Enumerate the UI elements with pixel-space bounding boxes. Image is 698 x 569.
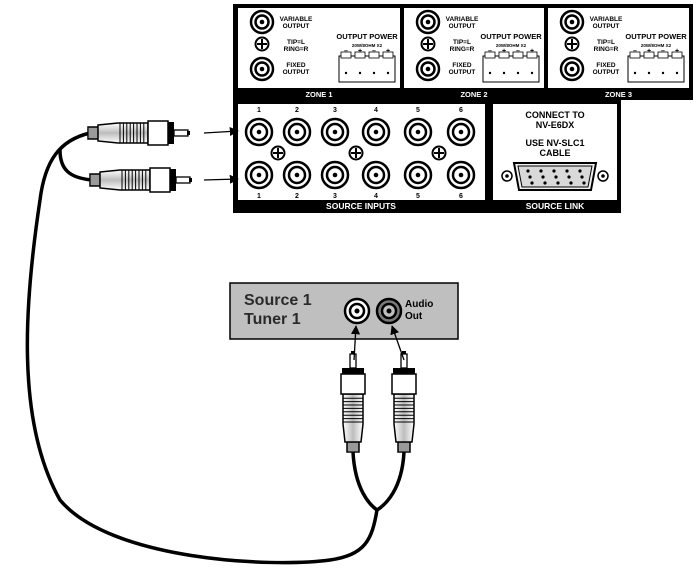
terminal-polarity: – bbox=[516, 48, 520, 55]
source-link-label: SOURCE LINK bbox=[526, 201, 585, 211]
terminal-polarity: – bbox=[488, 48, 492, 55]
source-input-jacks: 1 1 2 2 3 3 4 4 5 5 6 6 bbox=[244, 107, 476, 200]
tip-ring-jack bbox=[564, 36, 580, 52]
tip-ring-jack bbox=[254, 36, 270, 52]
terminal-polarity: + bbox=[358, 48, 362, 55]
input-number-bottom: 5 bbox=[416, 193, 420, 200]
source-input-jack-left bbox=[244, 117, 274, 147]
source-input-jack-left bbox=[320, 117, 350, 147]
power-spec-label: 20W/8OHM X2 bbox=[641, 43, 672, 48]
power-spec-label: 20W/8OHM X2 bbox=[352, 43, 383, 48]
terminal-polarity: + bbox=[647, 48, 651, 55]
connection-arrows bbox=[203, 126, 405, 361]
output-power-label: OUTPUT POWER bbox=[480, 32, 542, 41]
zone-label: ZONE 3 bbox=[605, 90, 632, 99]
input-number-bottom: 3 bbox=[333, 193, 337, 200]
ground-screw-icon bbox=[270, 145, 286, 161]
source-input-jack-right bbox=[244, 160, 274, 190]
source-input-jack-right bbox=[361, 160, 391, 190]
source-input-jack-right bbox=[446, 160, 476, 190]
zone-label: ZONE 2 bbox=[460, 90, 487, 99]
source-input-jack-left bbox=[403, 117, 433, 147]
audio-out-left-jack bbox=[343, 297, 371, 325]
input-number-top: 6 bbox=[459, 107, 463, 114]
arrow-to-audio-left bbox=[350, 325, 361, 361]
input-number-bottom: 2 bbox=[295, 193, 299, 200]
source-input-jack-left bbox=[446, 117, 476, 147]
ground-screw-icon bbox=[431, 145, 447, 161]
terminal-polarity: + bbox=[502, 48, 506, 55]
input-number-top: 5 bbox=[416, 107, 420, 114]
fixed-output-jack bbox=[415, 56, 441, 82]
source-input-jack-right bbox=[282, 160, 312, 190]
arrow-to-input-bottom bbox=[203, 174, 239, 184]
variable-output-jack bbox=[559, 9, 585, 35]
zone-label: ZONE 1 bbox=[305, 90, 332, 99]
input-number-bottom: 4 bbox=[374, 193, 378, 200]
rca-cable bbox=[25, 131, 406, 565]
source-inputs-label: SOURCE INPUTS bbox=[326, 201, 396, 211]
rca-plug-top bbox=[87, 120, 190, 146]
output-power-label: OUTPUT POWER bbox=[625, 32, 687, 41]
db15-connector-icon bbox=[501, 162, 609, 191]
tip-ring-jack bbox=[420, 36, 436, 52]
rear-panel bbox=[233, 4, 693, 100]
source-input-jack-right bbox=[403, 160, 433, 190]
rca-plug-bottom bbox=[89, 167, 192, 193]
speaker-terminal-block: – + – + bbox=[482, 48, 540, 83]
terminal-polarity: – bbox=[661, 48, 665, 55]
speaker-terminal-block: – + – + bbox=[627, 48, 685, 83]
input-number-bottom: 1 bbox=[257, 193, 261, 200]
input-number-top: 3 bbox=[333, 107, 337, 114]
variable-output-jack bbox=[415, 9, 441, 35]
speaker-terminal-block: – + – + bbox=[338, 48, 396, 83]
input-number-top: 1 bbox=[257, 107, 261, 114]
input-number-top: 2 bbox=[295, 107, 299, 114]
input-number-bottom: 6 bbox=[459, 193, 463, 200]
terminal-polarity: – bbox=[633, 48, 637, 55]
rca-plug-left bbox=[340, 351, 366, 453]
arrow-to-audio-right bbox=[390, 325, 405, 361]
fixed-output-jack bbox=[559, 56, 585, 82]
output-power-label: OUTPUT POWER bbox=[336, 32, 398, 41]
source-input-jack-right bbox=[320, 160, 350, 190]
power-spec-label: 20W/8OHM X2 bbox=[496, 43, 527, 48]
terminal-polarity: – bbox=[344, 48, 348, 55]
source-input-jack-left bbox=[361, 117, 391, 147]
terminal-polarity: + bbox=[675, 48, 679, 55]
rca-plug-right bbox=[391, 351, 417, 453]
arrow-to-input-top bbox=[203, 126, 239, 137]
variable-output-jack bbox=[249, 9, 275, 35]
audio-out-right-jack bbox=[375, 297, 403, 325]
ground-screw-icon bbox=[348, 145, 364, 161]
terminal-polarity: – bbox=[372, 48, 376, 55]
source-input-jack-left bbox=[282, 117, 312, 147]
terminal-polarity: + bbox=[386, 48, 390, 55]
fixed-output-jack bbox=[249, 56, 275, 82]
input-number-top: 4 bbox=[374, 107, 378, 114]
terminal-polarity: + bbox=[530, 48, 534, 55]
